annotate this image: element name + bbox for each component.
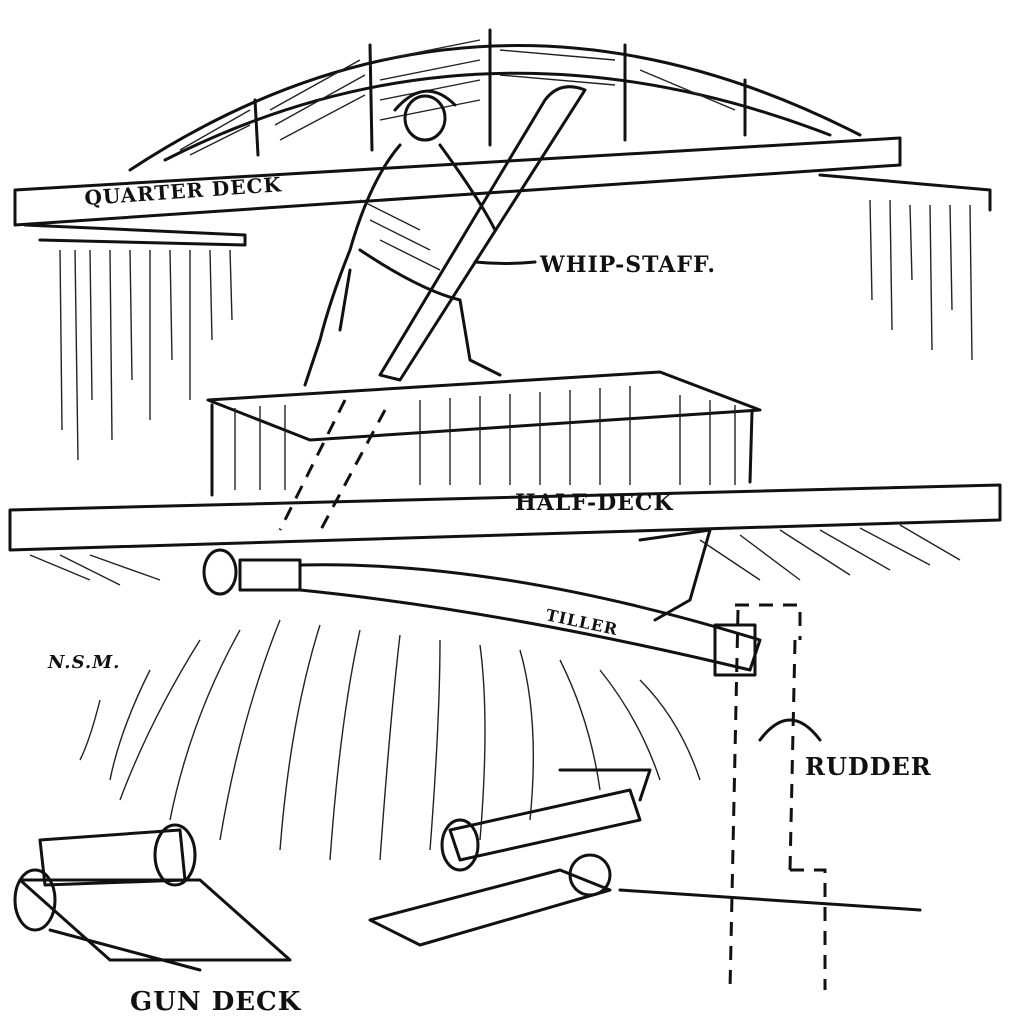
- helmsman-figure: [303, 85, 587, 387]
- artist-signature: N.S.M.: [47, 652, 120, 673]
- quarter-deck-label: QUARTER DECK: [84, 172, 283, 210]
- arch-window: [128, 28, 862, 172]
- gun-deck-floor-line: [618, 888, 922, 912]
- whip-staff-leader-line: [473, 260, 537, 265]
- gun-deck-label: GUN DECK: [130, 987, 302, 1017]
- hull-hatching: [79, 619, 701, 861]
- whipstaff-hidden-line: [278, 399, 387, 536]
- cannon-left: [13, 823, 292, 972]
- rudder-label: RUDDER: [805, 752, 932, 781]
- tiller: TILLER: [202, 528, 762, 677]
- half-deck-label: HALF-DECK: [515, 490, 674, 516]
- half-deck-beam: HALF-DECK: [8, 483, 1002, 586]
- rudder: RUDDER: [728, 603, 932, 991]
- whip-staff-label: WHIP-STAFF.: [539, 252, 716, 278]
- cannon-right: [368, 768, 652, 947]
- platform-box: [206, 370, 762, 497]
- quarter-deck-beam: QUARTER DECK: [13, 136, 992, 461]
